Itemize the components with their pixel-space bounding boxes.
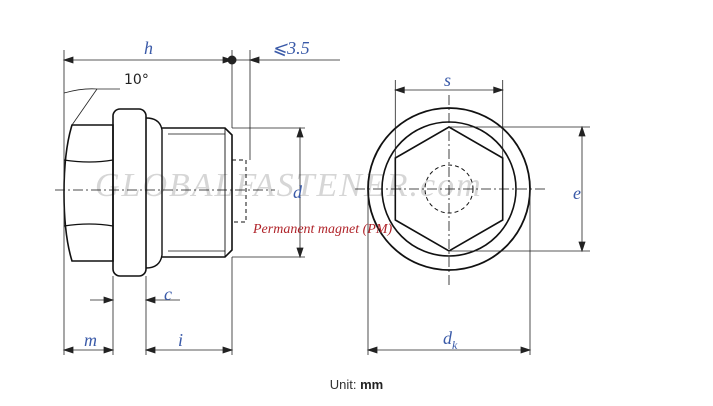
side-view [55, 108, 275, 277]
label-e: e [573, 183, 581, 203]
chamfer-line [71, 88, 98, 126]
magnet-circle [424, 164, 474, 214]
arrows-c [103, 296, 156, 304]
label-dk-main: d [443, 328, 453, 348]
technical-drawing: GLOBALFASTENER.com [55, 38, 590, 355]
arrows-m [62, 346, 115, 354]
angle-arc [63, 88, 98, 94]
arrows-e [578, 125, 586, 253]
label-s: s [444, 70, 451, 90]
arrow-offset [248, 56, 260, 64]
arrows-dk [366, 346, 532, 354]
unit-line: Unit: mm [0, 377, 713, 392]
neck [145, 117, 163, 269]
magnet-note: Permanent magnet (PM) [252, 222, 393, 237]
label-max-offset: ⩽3.5 [272, 38, 310, 58]
flange-inner-circle [381, 121, 517, 257]
arrows-d [296, 126, 304, 259]
hex-head-faces [63, 159, 114, 227]
label-c: c [164, 284, 172, 304]
flange-collar [112, 108, 147, 277]
label-i: i [178, 330, 183, 350]
label-dk-sub: k [452, 338, 458, 352]
end-dimensions [366, 80, 590, 355]
label-m: m [84, 330, 97, 350]
magnet-outline [231, 159, 247, 223]
label-angle: 10° [124, 72, 149, 88]
arrows-h [62, 56, 234, 64]
side-dimensions [62, 50, 340, 355]
unit-label: Unit: [329, 377, 357, 392]
unit-value: mm [360, 377, 384, 392]
watermark-text: GLOBALFASTENER.com [95, 167, 483, 204]
arrows-s [394, 86, 504, 94]
label-h: h [144, 38, 153, 58]
label-d: d [293, 182, 303, 202]
arrows-i [144, 346, 234, 354]
label-dk: dk [443, 328, 458, 352]
